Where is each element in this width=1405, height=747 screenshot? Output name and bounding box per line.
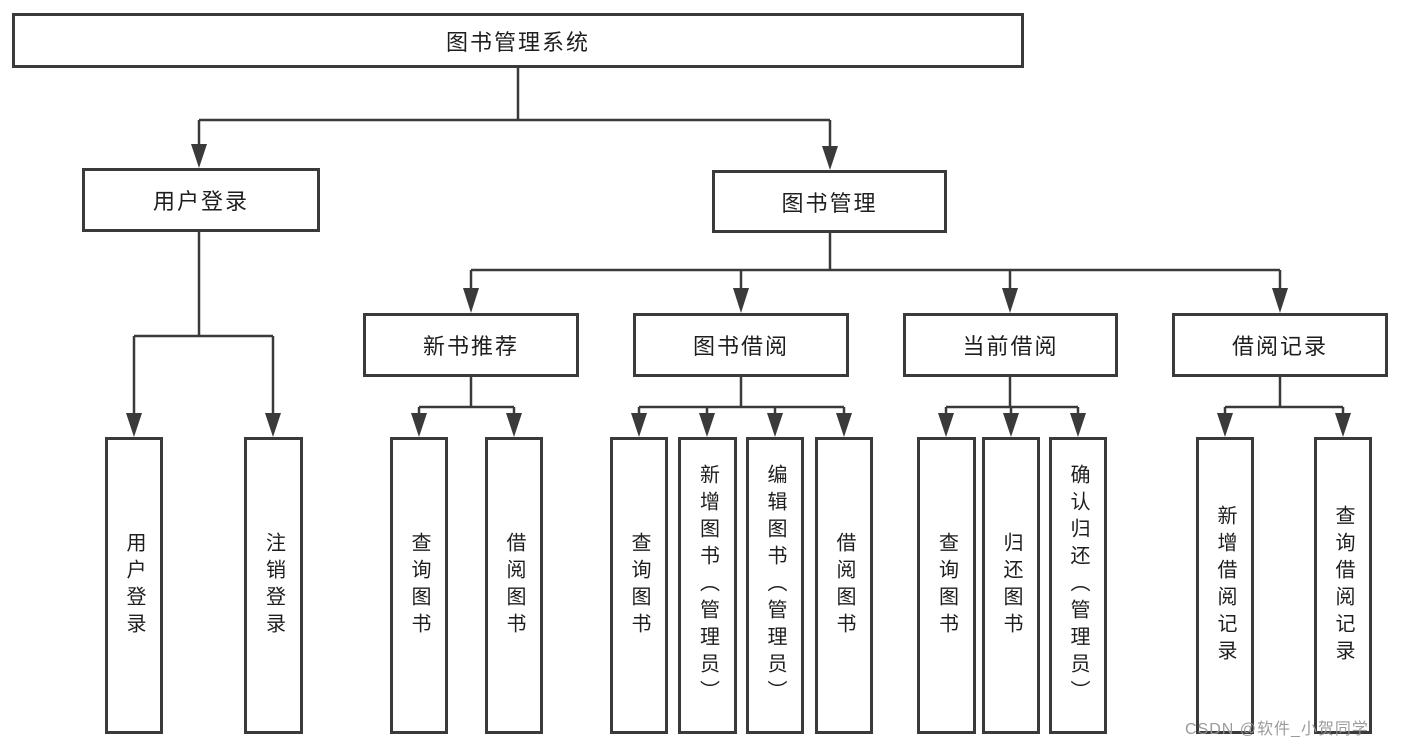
leaf-query-borrow-record: 查询借阅记录 <box>1314 437 1372 734</box>
arrowheads <box>126 144 1351 437</box>
leaf-query-books-recommend: 查询图书 <box>390 437 448 734</box>
node-user-login: 用户登录 <box>82 168 320 232</box>
node-borrow-records: 借阅记录 <box>1172 313 1388 377</box>
csdn-watermark: CSDN @软件_小贺同学 <box>1185 721 1369 738</box>
leaf-query-books-current: 查询图书 <box>917 437 976 734</box>
leaf-logout: 注销登录 <box>244 437 303 734</box>
node-current-borrow: 当前借阅 <box>903 313 1118 377</box>
node-library-management-system: 图书管理系统 <box>12 13 1024 68</box>
leaf-edit-books-admin: 编辑图书（管理员） <box>746 437 804 734</box>
node-book-borrow: 图书借阅 <box>633 313 849 377</box>
leaf-query-books-borrow: 查询图书 <box>610 437 668 734</box>
leaf-user-login: 用户登录 <box>105 437 163 734</box>
leaf-return-books: 归还图书 <box>982 437 1040 734</box>
node-book-management: 图书管理 <box>712 170 947 233</box>
leaf-borrow-books: 借阅图书 <box>815 437 873 734</box>
leaf-confirm-return-admin: 确认归还（管理员） <box>1049 437 1107 734</box>
leaf-add-borrow-record: 新增借阅记录 <box>1196 437 1254 734</box>
leaf-borrow-books-recommend: 借阅图书 <box>485 437 543 734</box>
leaf-add-books-admin: 新增图书（管理员） <box>678 437 737 734</box>
node-new-book-recommend: 新书推荐 <box>363 313 579 377</box>
